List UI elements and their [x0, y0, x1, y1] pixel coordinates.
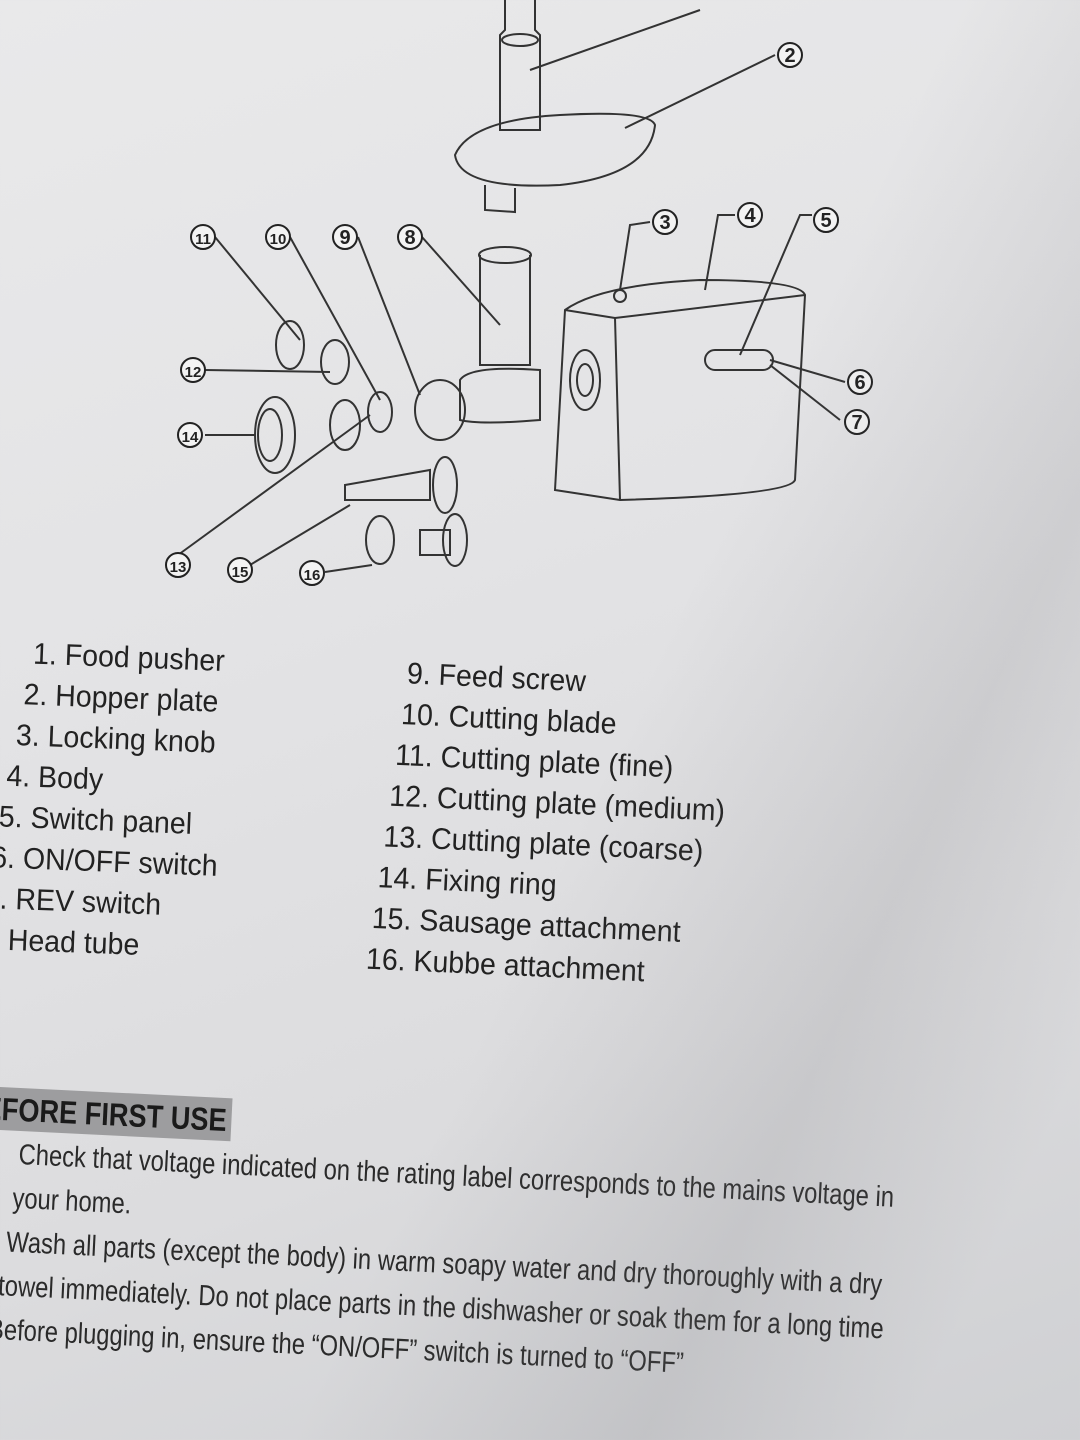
callout-11: 11: [195, 231, 211, 248]
callout-4: 4: [744, 205, 756, 227]
meat-grinder-exploded-diagram: 2 3 4 5 6 7 8 9 10 11 12 13 14 15 16: [165, 0, 873, 586]
fixing-ring-illustration: [254, 396, 296, 474]
cutting-plate-coarse-illustration: [329, 399, 361, 451]
part-item: 8. Head tube: [0, 923, 140, 962]
callout-13: 13: [170, 559, 187, 576]
callout-10: 10: [270, 231, 287, 248]
callout-5: 5: [820, 210, 831, 232]
feed-screw-illustration: [414, 379, 466, 441]
kubbe-attachment-illustration: [365, 513, 468, 567]
sausage-attachment-illustration: [344, 456, 458, 514]
callout-14: 14: [182, 429, 199, 446]
callout-16: 16: [304, 567, 321, 584]
callout-8: 8: [404, 227, 415, 249]
callout-6: 6: [854, 372, 865, 394]
hopper-plate-illustration: [453, 112, 657, 214]
callout-9: 9: [339, 227, 350, 249]
body-illustration: [553, 278, 807, 502]
callout-2: 2: [784, 45, 795, 67]
parts-list-left: 1. Food pusher 2. Hopper plate 3. Lockin…: [0, 632, 238, 969]
cutting-plate-medium-illustration: [320, 339, 350, 385]
cutting-plate-fine-illustration: [275, 320, 305, 370]
food-pusher-illustration: [499, 0, 541, 131]
head-tube-illustration: [459, 246, 541, 424]
callout-7: 7: [851, 412, 862, 434]
cutting-blade-illustration: [367, 391, 393, 433]
callout-3: 3: [659, 212, 670, 234]
before-first-use-section: BEFORE FIRST USE Check that voltage indi…: [0, 1085, 1080, 1408]
parts-list-right: 9. Feed screw 10. Cutting blade 11. Cutt…: [365, 652, 749, 996]
callout-12: 12: [185, 364, 202, 381]
callout-labels: 2 3 4 5 6 7 8 9 10 11 12 13 14 15 16: [165, 42, 873, 586]
callout-15: 15: [232, 564, 249, 581]
